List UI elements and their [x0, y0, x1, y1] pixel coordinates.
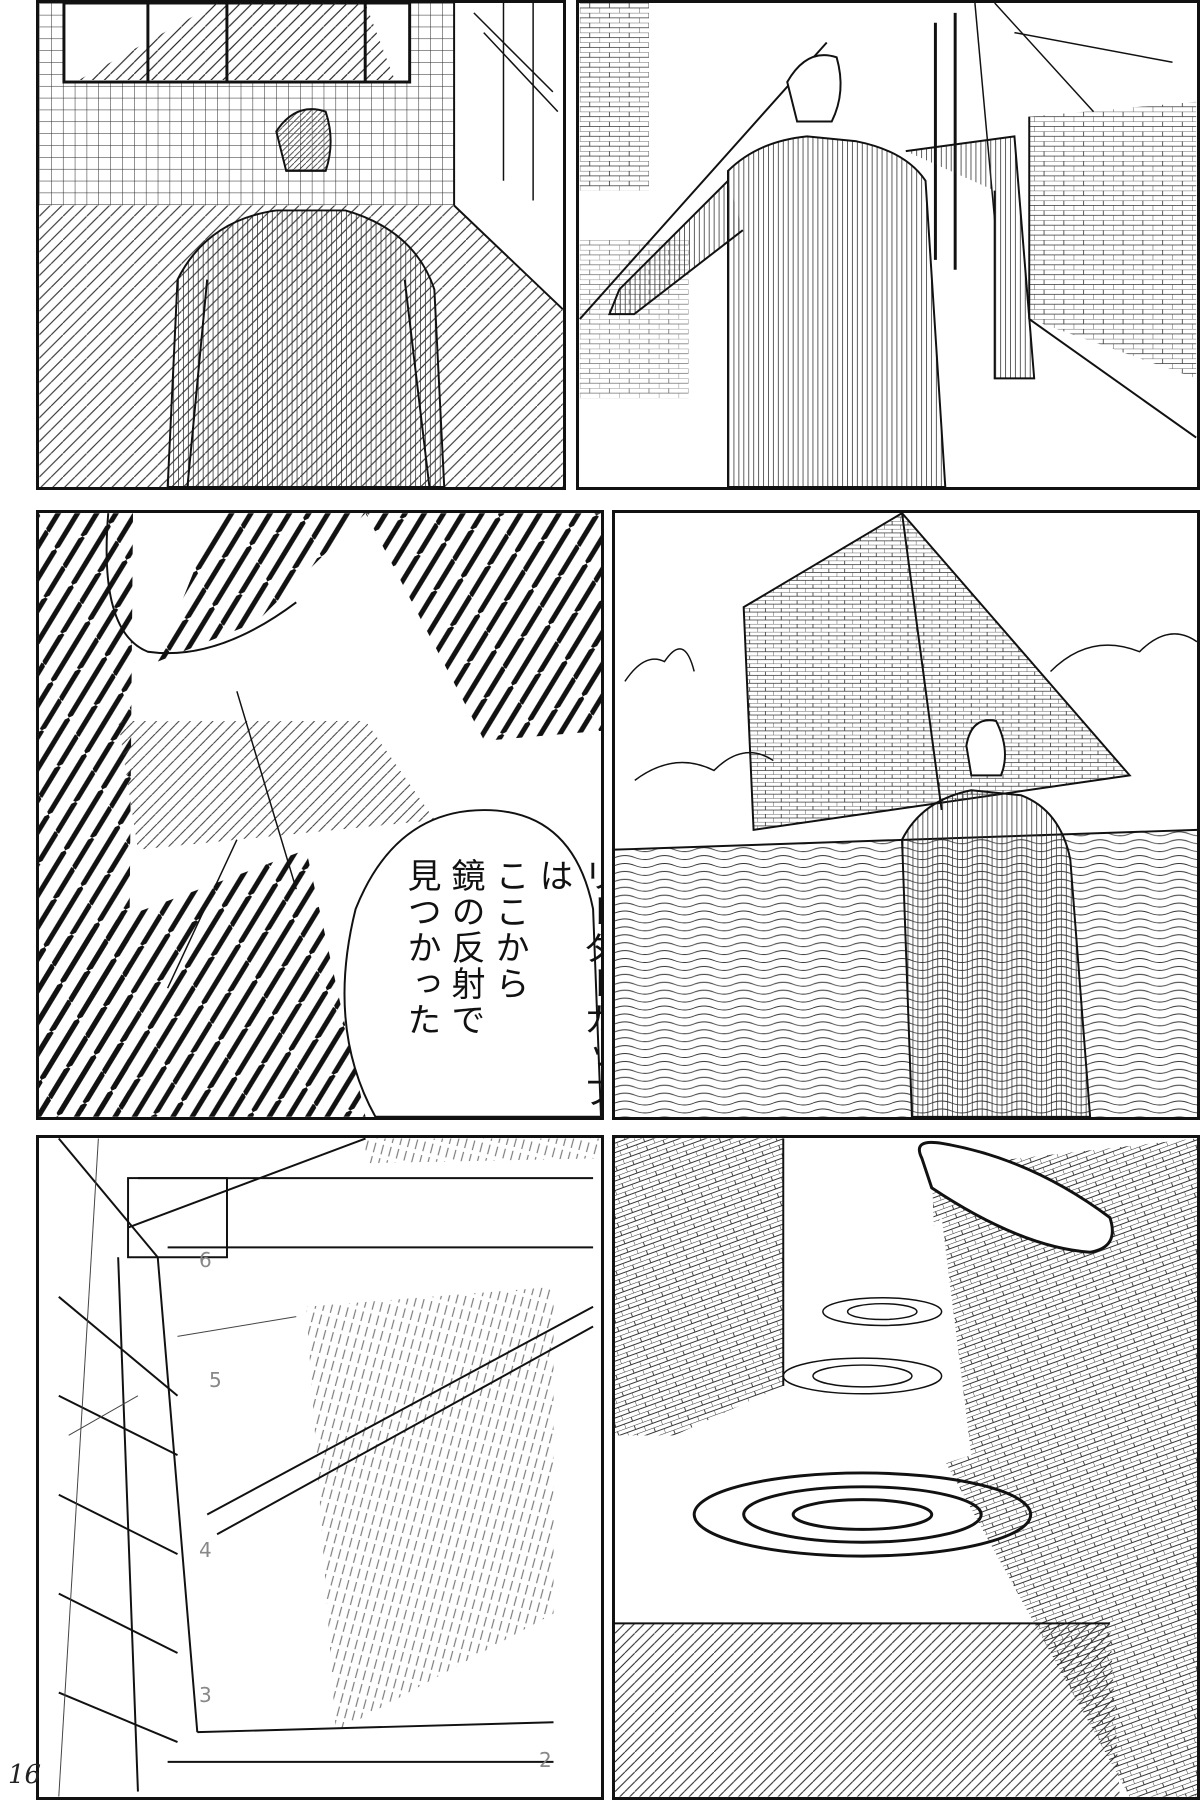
sketch-number-2: 2 — [539, 1748, 552, 1772]
panel-2-man-opening-door — [576, 0, 1200, 490]
panel-4-drawing — [615, 513, 1197, 1117]
speech-balloon — [343, 809, 601, 1117]
panel-5-drawing — [58, 1138, 601, 1797]
sketch-number-5: 5 — [209, 1368, 222, 1392]
panel-1-man-facing-window — [36, 0, 566, 490]
panel-6-corridor-rings — [612, 1135, 1200, 1800]
sketch-number-4: 4 — [199, 1538, 212, 1562]
panel-2-drawing — [579, 3, 1197, 487]
balloon-line-2: ここから — [489, 858, 529, 1002]
balloon-line-1: リーダーカップは — [533, 858, 604, 1110]
panel-5-perspective-sketch: 6 5 4 3 2 — [36, 1135, 604, 1800]
panel-3-brick-closeup: リーダーカップは ここから 鏡の反射で 見つかった — [36, 510, 604, 1120]
balloon-line-4: 見つかった — [401, 858, 441, 1038]
balloon-line-3: 鏡の反射で — [445, 858, 485, 1038]
panel-1-drawing — [39, 3, 563, 487]
sketch-number-6: 6 — [199, 1248, 212, 1272]
panel-6-drawing — [615, 1138, 1197, 1797]
sketch-number-3: 3 — [199, 1683, 212, 1707]
panel-3-drawing — [39, 513, 601, 1117]
panel-4-pyramid-landscape — [612, 510, 1200, 1120]
balloon-dialogue: リーダーカップは ここから 鏡の反射で 見つかった — [399, 858, 604, 1117]
page-number: 16 — [8, 1760, 42, 1790]
